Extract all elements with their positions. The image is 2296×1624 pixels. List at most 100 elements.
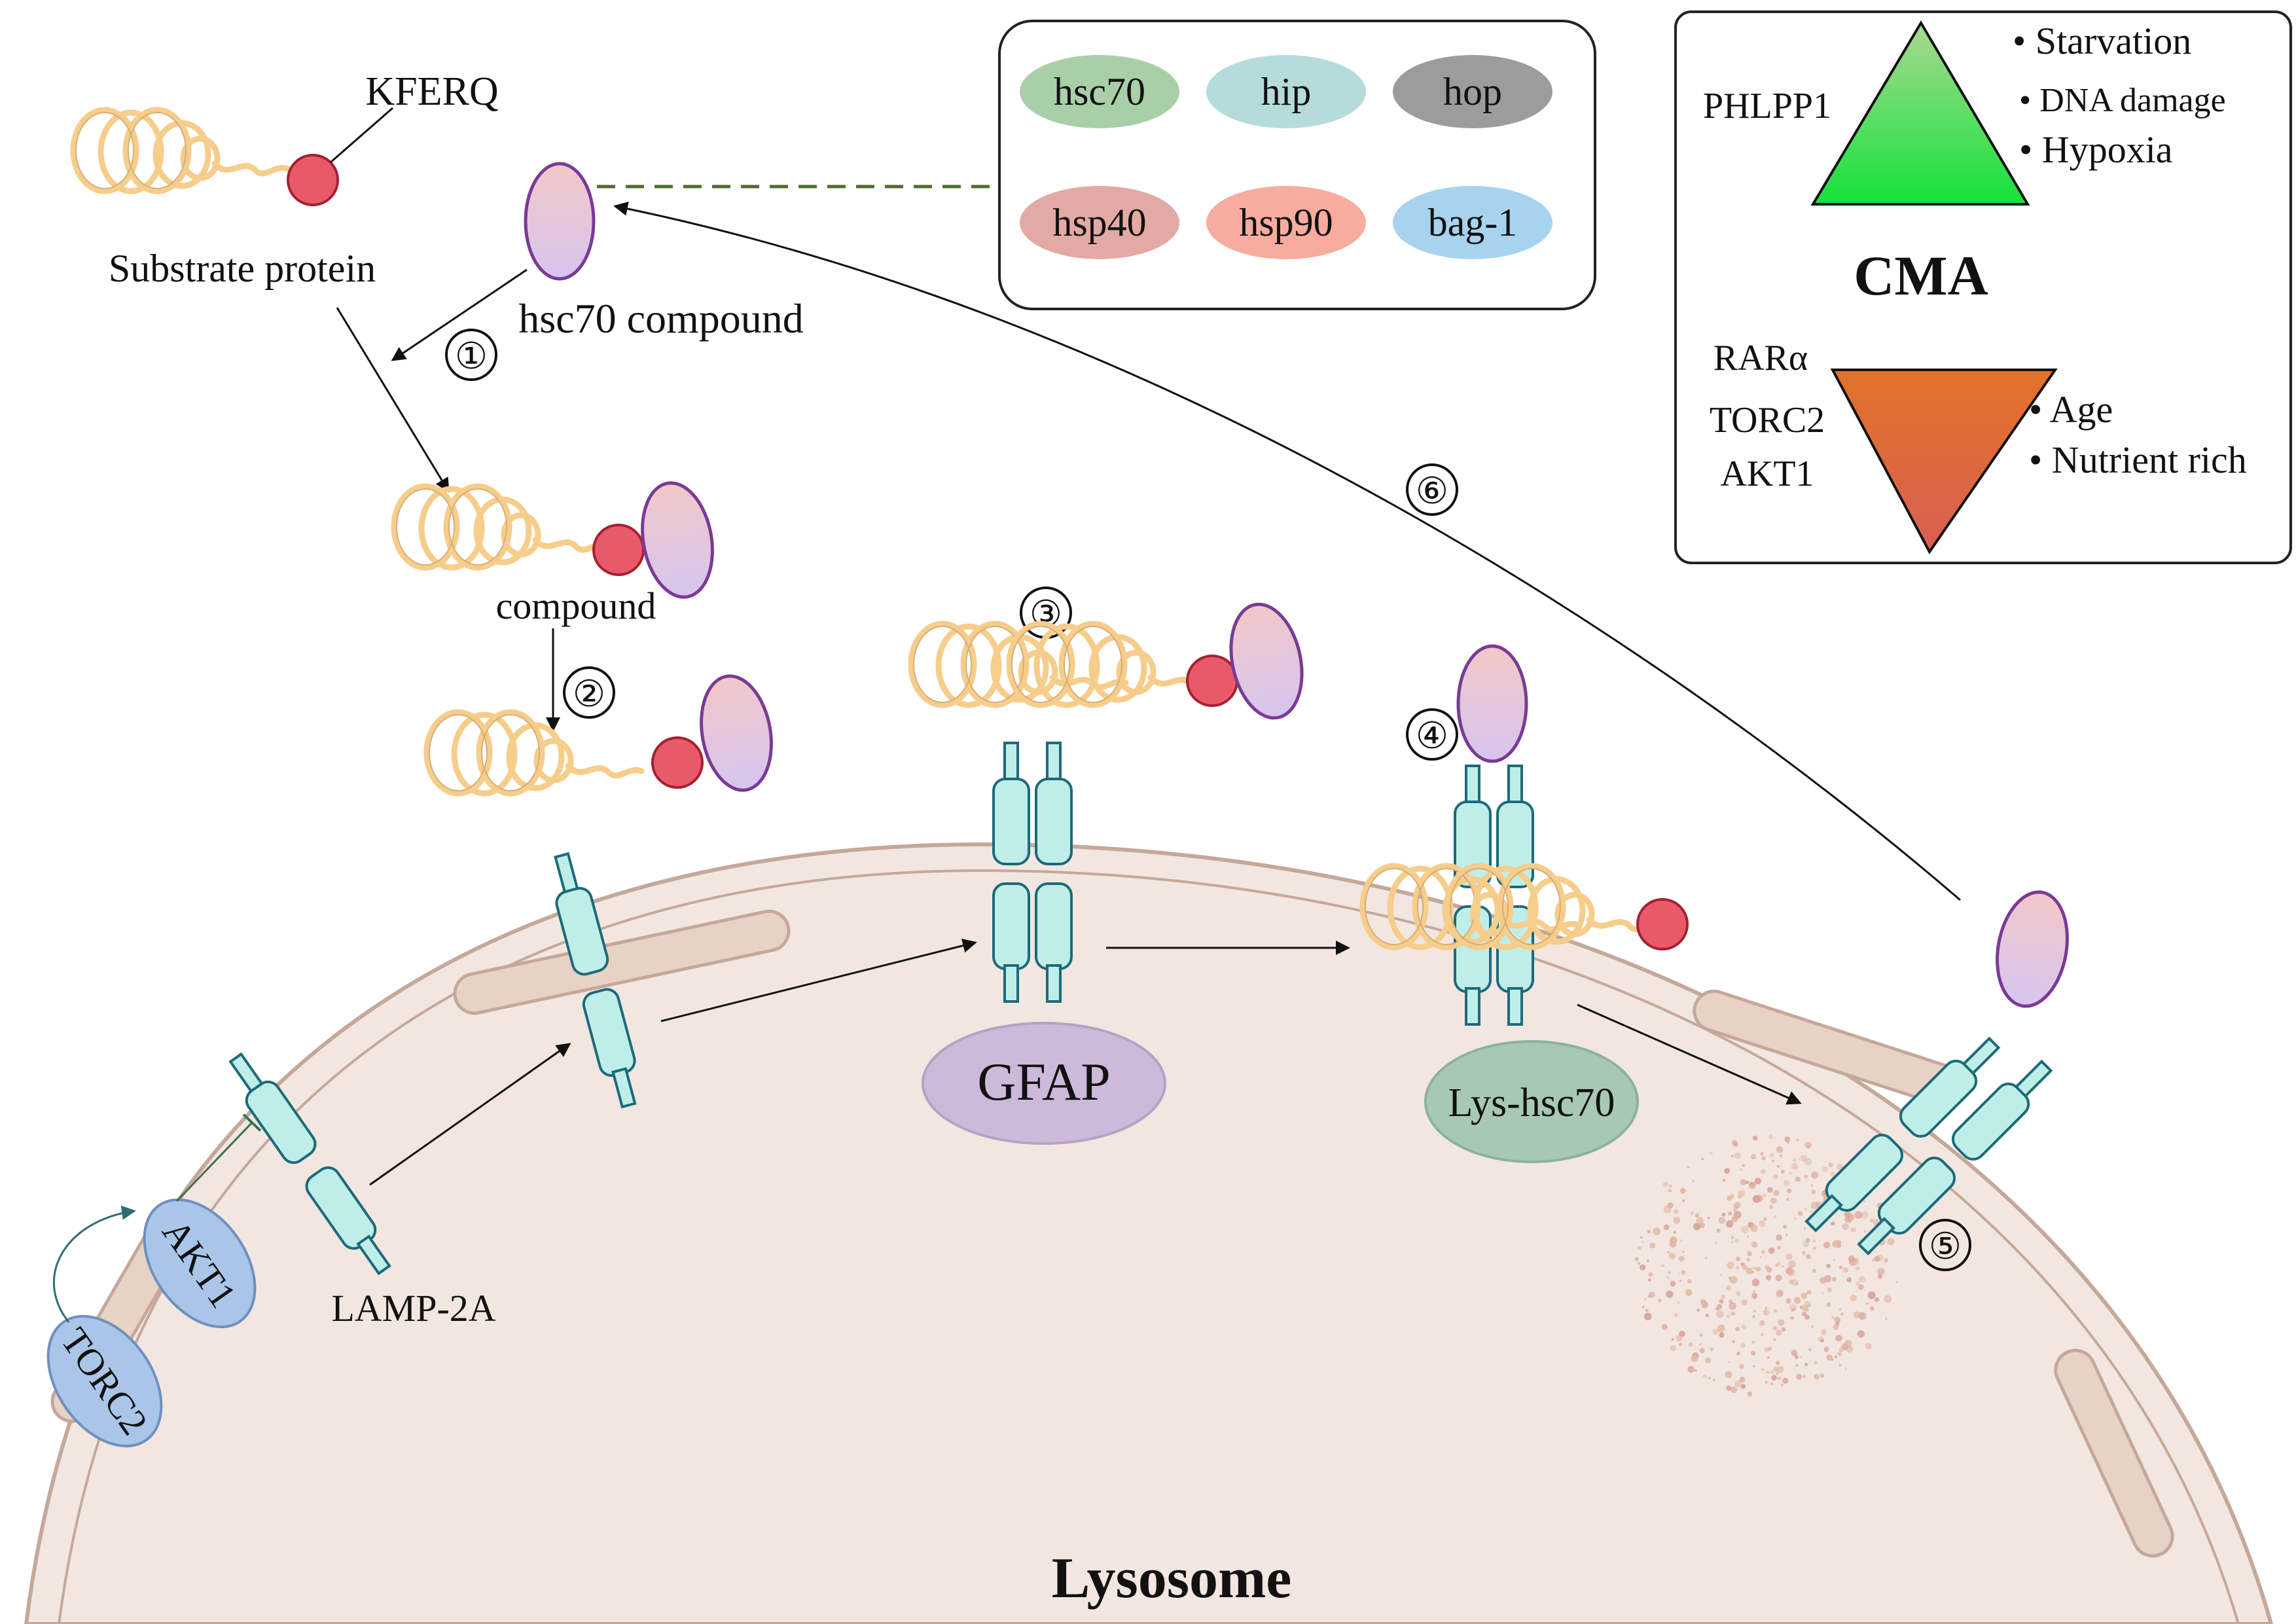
fragment-dot <box>1787 1268 1795 1276</box>
fragment-dot <box>1648 1278 1651 1282</box>
fragment-dot <box>1773 1338 1776 1341</box>
fragment-dot <box>1823 1242 1831 1249</box>
fragment-dot <box>1795 1176 1801 1182</box>
fragment-dot <box>1776 1372 1779 1375</box>
fragment-dot <box>1764 1380 1768 1384</box>
fragment-dot <box>1850 1294 1857 1302</box>
fragment-dot <box>1741 1225 1749 1234</box>
fragment-dot <box>1658 1298 1662 1303</box>
chaperone-shape <box>1206 55 1366 128</box>
fragment-dot <box>1681 1270 1686 1275</box>
fragment-dot <box>1887 1238 1895 1246</box>
fragment-dot <box>1763 1193 1767 1198</box>
fragment-dot <box>1670 1280 1676 1287</box>
fragment-dot <box>1858 1284 1864 1290</box>
fragment-dot <box>1799 1306 1803 1309</box>
inhibitor-torc2: TORC2 <box>1710 400 1825 441</box>
fragment-dot <box>1680 1187 1686 1194</box>
fragment-dot <box>1804 1227 1806 1230</box>
fragment-dot <box>1760 1152 1764 1156</box>
fragment-dot <box>1791 1163 1799 1170</box>
fragment-dot <box>1670 1236 1677 1244</box>
fragment-dot <box>1776 1146 1784 1153</box>
fragment-dot <box>1700 1299 1706 1305</box>
fragment-dot <box>1727 1261 1734 1269</box>
substrate-protein: KFERQ Substrate protein <box>73 69 499 290</box>
fragment-dot <box>1792 1307 1797 1312</box>
fragment-dot <box>1861 1211 1869 1219</box>
fragment-dot <box>1759 1220 1765 1227</box>
fragment-dot <box>1796 1138 1799 1142</box>
fragment-dot <box>1739 1363 1744 1369</box>
fragment-dot <box>1854 1211 1863 1219</box>
fragment-dot <box>1859 1276 1866 1283</box>
fragment-dot <box>1840 1312 1844 1316</box>
fragment-dot <box>1719 1299 1724 1304</box>
fragment-dot <box>1776 1365 1784 1373</box>
fragment-dot <box>1874 1255 1880 1262</box>
fragment-dot <box>1793 1297 1801 1304</box>
fragment-dot <box>1734 1201 1741 1208</box>
fragment-dot <box>1773 1174 1778 1180</box>
fragment-dot <box>1802 1375 1806 1379</box>
fragment-dot <box>1877 1267 1885 1276</box>
fragment-dot <box>1678 1343 1683 1346</box>
fragment-dot <box>1751 1278 1760 1287</box>
fragment-dot <box>1800 1356 1803 1359</box>
fragment-dot <box>1835 1335 1842 1342</box>
fragment-dot <box>1750 1350 1756 1356</box>
fragment-dot <box>1673 1217 1681 1224</box>
fragment-dot <box>1779 1154 1783 1158</box>
fragment-dot <box>1820 1373 1825 1378</box>
fragment-dot <box>1751 1292 1758 1299</box>
fragment-dot <box>1720 1274 1723 1276</box>
fragment-dot <box>1804 1362 1808 1367</box>
fragment-dot <box>1644 1298 1647 1301</box>
torc2-activation-arrow <box>52 1205 136 1323</box>
fragment-dot <box>1677 1272 1680 1275</box>
fragment-dot <box>1811 1325 1814 1328</box>
fragment-dot <box>1731 1154 1734 1158</box>
fragment-dot <box>1685 1289 1693 1296</box>
fragment-dot <box>1793 1217 1797 1220</box>
fragment-dot <box>1842 1267 1848 1273</box>
fragment-dot <box>1850 1227 1856 1233</box>
fragment-dot <box>1763 1217 1767 1221</box>
fragment-dot <box>1780 1169 1785 1174</box>
fragment-dot <box>1856 1266 1860 1271</box>
fragment-dot <box>1732 1340 1735 1343</box>
fragment-dot <box>1733 1142 1738 1147</box>
fragment-dot <box>1797 1211 1803 1216</box>
fragment-dot <box>1666 1276 1669 1279</box>
fragment-dot <box>1749 1182 1754 1186</box>
fragment-dot <box>1705 1313 1710 1318</box>
fragment-dot <box>1710 1347 1714 1352</box>
fragment-dot <box>1801 1251 1806 1255</box>
fragment-dot <box>1791 1350 1798 1357</box>
fragment-dot <box>1814 1373 1820 1380</box>
fragment-dot <box>1679 1280 1681 1282</box>
fragment-dot <box>1770 1382 1773 1386</box>
fragment-dot <box>1725 1285 1731 1291</box>
fragment-dot <box>1674 1313 1678 1317</box>
fragment-dot <box>1755 1178 1761 1185</box>
fragment-dot <box>1765 1274 1772 1281</box>
fragment-dot <box>1865 1343 1872 1350</box>
fragment-dot <box>1752 1135 1758 1141</box>
fragment-dot <box>1742 1163 1746 1168</box>
fragment-dot <box>1712 1378 1716 1382</box>
fragment-dot <box>1858 1312 1867 1320</box>
fragment-dot <box>1782 1265 1784 1268</box>
fragment-dot <box>1668 1271 1671 1274</box>
chaperone-hsp90: hsp90 <box>1206 186 1366 259</box>
fragment-dot <box>1759 1320 1765 1326</box>
fragment-dot <box>1778 1319 1785 1326</box>
fragment-dot <box>1821 1291 1825 1295</box>
fragment-dot <box>1828 1162 1833 1168</box>
kferq-motif <box>287 154 339 206</box>
chaperone-label: hip <box>1261 70 1312 113</box>
fragment-dot <box>1796 1373 1802 1380</box>
fragment-dot <box>1884 1257 1889 1263</box>
lamp2a-disassembled <box>1799 890 2069 1261</box>
